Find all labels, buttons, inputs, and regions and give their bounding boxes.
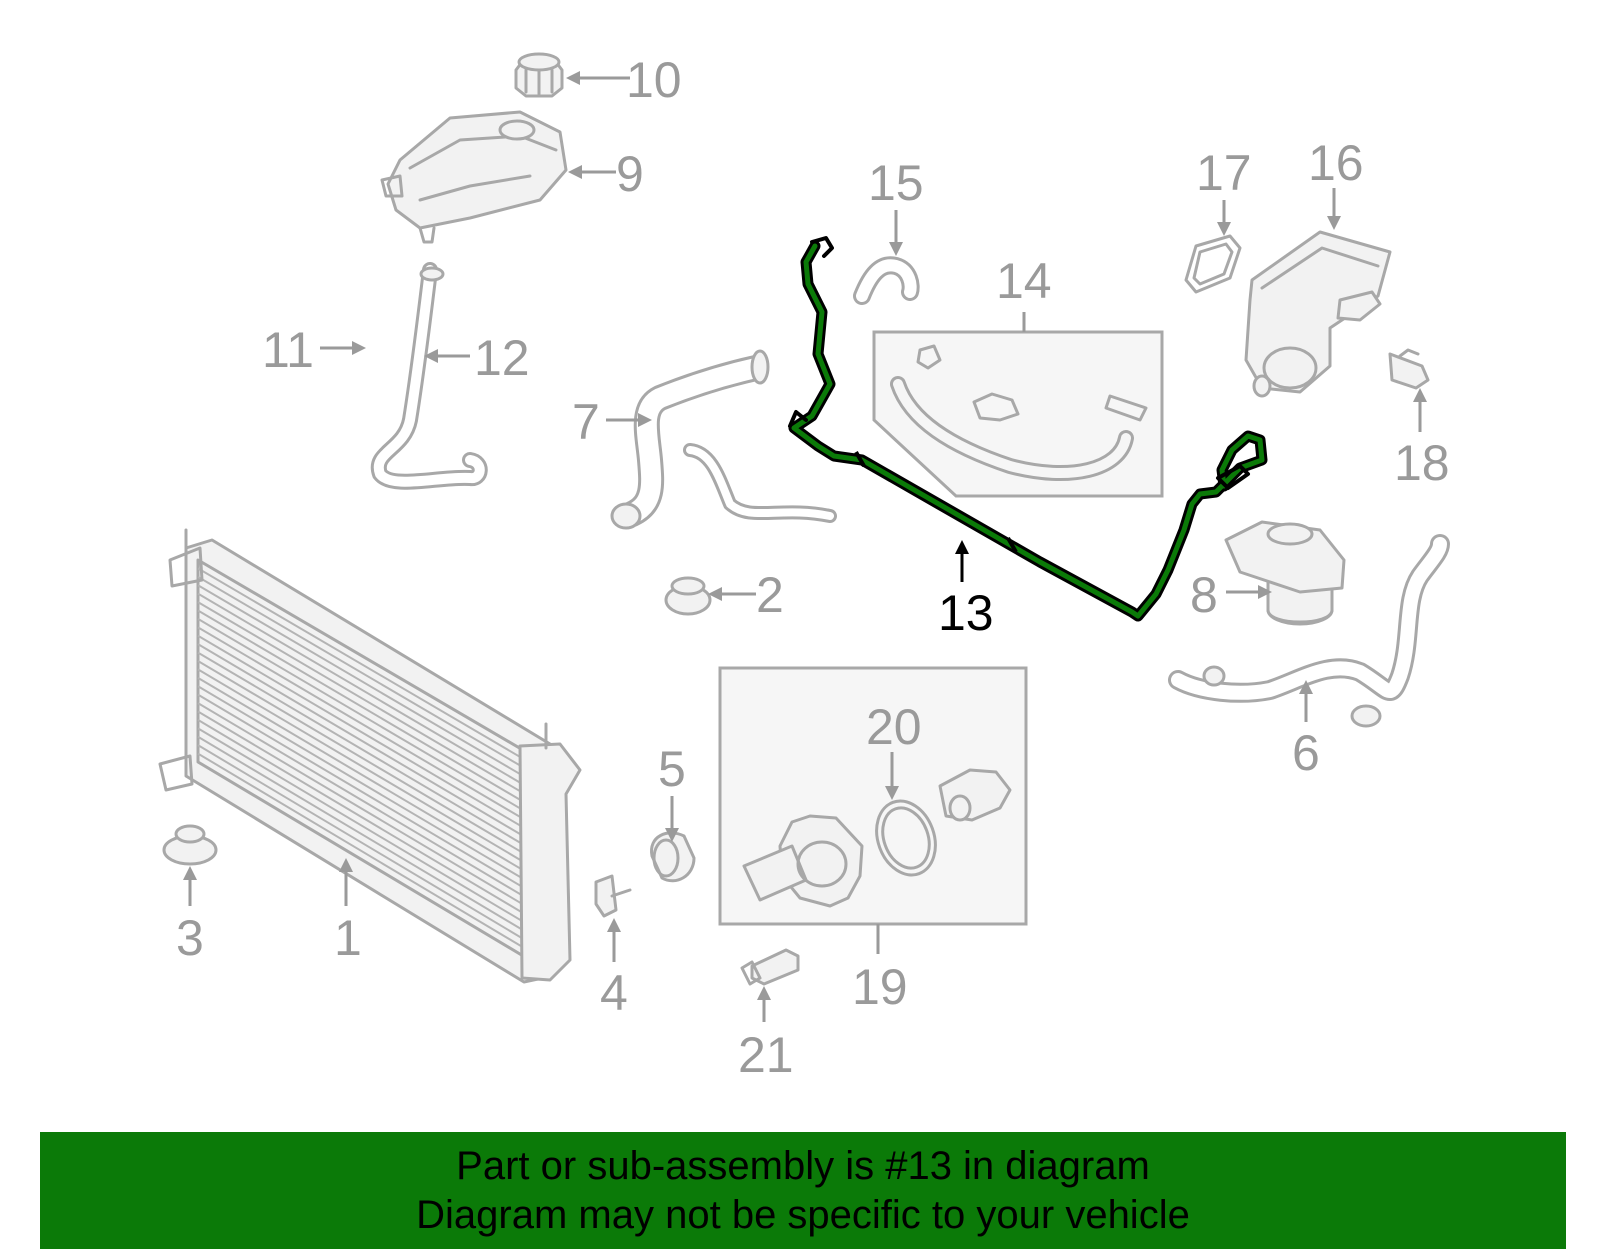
part-16-thermostat-housing[interactable] <box>1244 230 1392 398</box>
callout-16[interactable]: 16 <box>1308 135 1364 191</box>
part-20-gasket[interactable] <box>867 793 946 884</box>
callout-3[interactable]: 3 <box>176 910 204 966</box>
part-4-bracket[interactable] <box>594 874 632 918</box>
part-1-radiator[interactable] <box>158 528 582 984</box>
callout-labels: 10 9 11 12 7 2 14 15 17 16 18 8 6 13 20 … <box>176 52 1450 1083</box>
radiator-fin <box>197 626 541 830</box>
callout-12[interactable]: 12 <box>474 330 530 386</box>
callout-8[interactable]: 8 <box>1190 567 1218 623</box>
part-10-reservoir-cap[interactable] <box>514 52 564 98</box>
info-banner: Part or sub-assembly is #13 in diagram D… <box>40 1132 1566 1249</box>
part-6-hose[interactable] <box>1168 534 1450 728</box>
callout-14[interactable]: 14 <box>996 253 1052 309</box>
radiator-fin <box>197 693 541 899</box>
leader-lines <box>183 71 1427 1022</box>
part-18-bolt[interactable] <box>1388 348 1430 390</box>
part-11-hose[interactable] <box>321 210 361 436</box>
radiator-fin <box>197 719 541 924</box>
callout-20[interactable]: 20 <box>866 699 922 755</box>
radiator-fin <box>197 727 541 933</box>
radiator-fin <box>197 592 541 796</box>
part-21-bolt[interactable] <box>740 948 800 986</box>
callout-7[interactable]: 7 <box>572 394 600 450</box>
callout-10[interactable]: 10 <box>626 52 682 108</box>
callout-11[interactable]: 11 <box>262 322 314 378</box>
callout-17[interactable]: 17 <box>1196 145 1252 201</box>
callout-18[interactable]: 18 <box>1394 435 1450 491</box>
part-8-water-outlet[interactable] <box>1224 520 1346 626</box>
part-17-gasket[interactable] <box>1184 234 1242 294</box>
callout-15[interactable]: 15 <box>868 155 924 211</box>
part-12-hose[interactable] <box>370 262 488 490</box>
radiator-fin <box>197 634 541 839</box>
part-13-heater-tube[interactable] <box>788 236 1268 622</box>
callout-6[interactable]: 6 <box>1292 725 1320 781</box>
callout-19[interactable]: 19 <box>852 959 908 1015</box>
radiator-fin <box>197 618 541 821</box>
callout-1[interactable]: 1 <box>334 910 362 966</box>
radiator-fin <box>197 609 541 813</box>
part-2-plug[interactable] <box>664 576 712 616</box>
radiator-fin <box>197 744 541 950</box>
part-19-water-pump-kit[interactable] <box>718 666 1028 926</box>
callout-5[interactable]: 5 <box>658 741 686 797</box>
callout-2[interactable]: 2 <box>756 567 784 623</box>
radiator-fin <box>197 702 541 907</box>
part-3-mount[interactable] <box>162 824 218 866</box>
radiator-fin <box>197 752 541 959</box>
parts-diagram: 10 9 11 12 7 2 14 15 17 16 18 8 6 13 20 … <box>158 52 1450 1083</box>
radiator-fin <box>197 567 541 770</box>
part-15-hose-elbow[interactable] <box>853 256 920 305</box>
part-5-cap[interactable] <box>650 831 696 883</box>
part-7-hose-assembly[interactable] <box>610 349 837 530</box>
callout-13[interactable]: 13 <box>938 585 994 641</box>
radiator-fin <box>197 575 541 779</box>
radiator-fin <box>197 643 541 847</box>
radiator-fin <box>197 710 541 916</box>
radiator-fin <box>197 584 541 787</box>
callout-9[interactable]: 9 <box>616 146 644 202</box>
callout-4[interactable]: 4 <box>600 965 628 1021</box>
radiator-fin <box>197 660 541 864</box>
radiator-fin <box>197 651 541 856</box>
radiator-fin <box>197 685 541 890</box>
radiator-fin <box>197 676 541 882</box>
banner-line-2: Diagram may not be specific to your vehi… <box>416 1192 1190 1237</box>
part-9-coolant-reservoir[interactable] <box>380 110 568 244</box>
banner-line-1: Part or sub-assembly is #13 in diagram <box>456 1143 1150 1188</box>
radiator-fin <box>197 735 541 942</box>
part-14-hose-kit[interactable] <box>872 330 1164 498</box>
callout-21[interactable]: 21 <box>738 1027 794 1083</box>
radiator-fin <box>197 601 541 804</box>
radiator-fin <box>197 668 541 873</box>
